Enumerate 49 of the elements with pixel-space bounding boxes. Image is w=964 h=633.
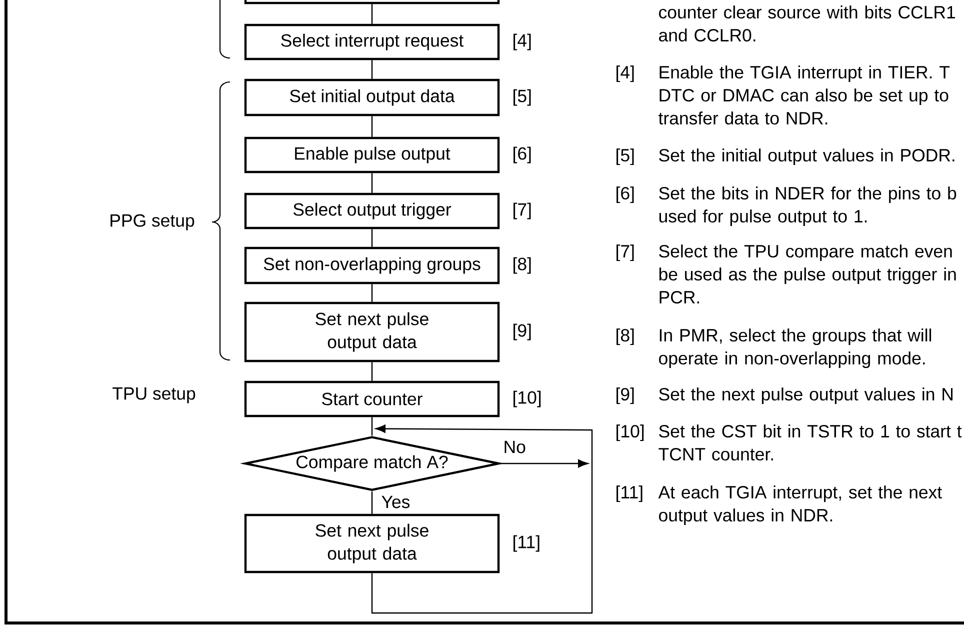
process-box: Set next pulse output data (244, 302, 500, 362)
step-number: [6] (514, 146, 531, 164)
section-label: PPG setup (110, 214, 194, 230)
note-number: [4] (616, 66, 634, 82)
note-text: Select the TPU compare match even be used as the pulse output trigger in PCR. (659, 244, 956, 304)
connector-line (371, 417, 373, 436)
note-text: counter clear source with bits CCLR1 and CCLR0. (659, 6, 955, 42)
section-label: TPU setup (112, 387, 196, 404)
arrow (371, 424, 593, 614)
connector-line (371, 116, 373, 137)
step-number: [11] (514, 535, 540, 552)
note-number: [7] (616, 244, 634, 262)
note-text: Set the initial output values in PODR. (659, 148, 954, 166)
note-text: At each TGIA interrupt, set the next output values in NDR. (658, 486, 942, 526)
connector-line (371, 4, 373, 24)
process-box: Select interrupt request (244, 24, 500, 60)
note-text: Set the next pulse output values in N (659, 388, 952, 404)
step-number: [4] (514, 34, 531, 50)
connector-line (371, 362, 373, 381)
note-number: [10] (616, 424, 644, 442)
note-number: [6] (616, 186, 634, 204)
process-box: Enable pulse output (244, 136, 500, 174)
connector-line (371, 284, 373, 302)
connector-line (371, 173, 373, 193)
note-text: Enable the TGIA interrupt in TIER. T DTC or DMAC can also be set up to transfer data to NDR. (658, 66, 950, 125)
arrow (500, 459, 588, 468)
process-box: Start counter (244, 380, 500, 418)
note-number: [9] (616, 388, 634, 404)
process-box: Select output trigger (244, 192, 500, 230)
note-text: In PMR, select the groups that will operate in non-overlapping mode. (659, 328, 932, 368)
process-box: Set initial output data (244, 78, 500, 116)
step-number: [9] (514, 324, 531, 340)
connector-line (371, 491, 373, 514)
step-number: [5] (514, 89, 531, 106)
process-box: Set next pulse output data (244, 514, 500, 574)
edge-label: No (502, 440, 527, 454)
note-number: [5] (616, 148, 634, 166)
step-number: [8] (514, 257, 531, 274)
step-number: [7] (514, 202, 531, 220)
note-text: Set the bits in NDER for the pins to b used for pulse output to 1. (659, 186, 956, 226)
note-number: [8] (616, 328, 634, 346)
note-number: [11] (616, 486, 642, 502)
process-box: Set non-overlapping groups (244, 246, 500, 284)
edge-label: Yes (380, 494, 412, 510)
process-box (244, 0, 500, 4)
note-text: Set the CST bit in TSTR to 1 to start t TCNT counter. (658, 424, 962, 461)
step-number: [10] (514, 390, 541, 408)
connector-line (371, 60, 373, 79)
connector-line (371, 229, 373, 247)
